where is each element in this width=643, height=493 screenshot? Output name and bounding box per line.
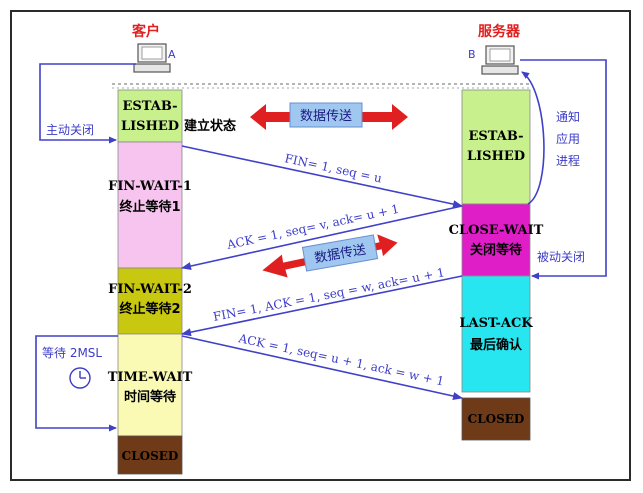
msg-last-ack-label: ACK = 1, seq= u + 1, ack = w + 1 [236, 331, 445, 388]
client-time-wait-label: TIME-WAIT [108, 370, 193, 385]
client-fin-wait2-cn: 终止等待2 [119, 301, 180, 317]
clock-icon [69, 367, 91, 389]
server-computer-icon [481, 45, 519, 75]
active-close-arrow [39, 63, 136, 144]
active-close-label: 主动关闭 [46, 123, 94, 137]
client-fin-wait2-box [117, 267, 183, 335]
client-fin-wait1-cn: 终止等待1 [119, 199, 180, 215]
wait-2msl-label: 等待 2MSL [42, 346, 102, 360]
msg-fin-ack-label: FIN= 1, ACK = 1, seq = w, ack= u + 1 [212, 265, 446, 324]
msg-fin-label: FIN= 1, seq = u [283, 151, 383, 185]
server-close-wait-box [461, 203, 531, 277]
client-id: A [168, 48, 176, 61]
server-last-ack-label: LAST-ACK [459, 316, 533, 331]
passive-close-arrow [520, 59, 607, 280]
client-computer-icon [133, 43, 171, 73]
server-title: 服务器 [478, 23, 521, 40]
msg-last-ack-arrow [181, 335, 463, 400]
client-fin-wait1-label: FIN-WAIT-1 [108, 179, 192, 194]
data-transfer-label-box [289, 102, 363, 128]
client-fin-wait2-label: FIN-WAIT-2 [108, 282, 192, 297]
data-transfer-label: 数据传送 [300, 109, 352, 124]
server-established-label-2: LISHED [467, 149, 525, 164]
msg-fin-ack-arrow [181, 275, 463, 337]
client-time-wait-cn: 时间等待 [124, 389, 176, 405]
server-last-ack-cn: 最后确认 [470, 337, 523, 353]
wait-2msl-arrow [35, 335, 118, 432]
client-established-cn: 建立状态 [184, 118, 236, 134]
data-transfer-label-box-2 [301, 234, 379, 272]
notify-app-label-2: 应用 [556, 131, 580, 146]
server-id: B [468, 48, 476, 61]
server-closed-label: CLOSED [468, 412, 525, 426]
notify-app-label-3: 进程 [556, 153, 580, 168]
server-last-ack-box [461, 275, 531, 393]
client-time-wait-box [117, 333, 183, 437]
client-title: 客户 [131, 23, 160, 40]
client-closed-label: CLOSED [122, 449, 179, 463]
client-closed-box [117, 435, 183, 475]
msg-fin-arrow [181, 145, 463, 209]
client-fin-wait1-box [117, 141, 183, 269]
notify-app-arrow [521, 71, 545, 205]
client-established-box [117, 89, 183, 143]
client-established-label-2: LISHED [121, 119, 179, 134]
server-closed-box [461, 397, 531, 441]
passive-close-label: 被动关闭 [537, 250, 585, 264]
msg-ack-arrow [181, 205, 463, 270]
server-close-wait-cn: 关闭等待 [470, 242, 522, 258]
client-established-label-1: ESTAB- [123, 99, 178, 114]
server-established-box [461, 89, 531, 205]
server-established-label-1: ESTAB- [469, 129, 524, 144]
notify-app-label-1: 通知 [556, 110, 580, 124]
server-close-wait-label: CLOSE-WAIT [449, 223, 544, 238]
